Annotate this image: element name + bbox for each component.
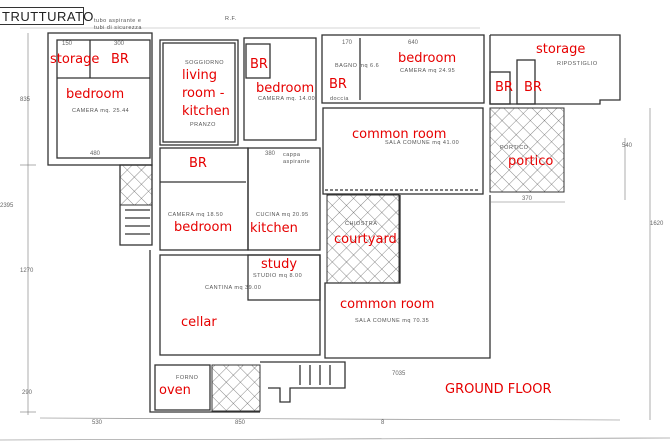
plan-text-camera-1: CAMERA mq. 25.44: [72, 108, 130, 114]
plan-text-bagno: BAGNO mq 6.6: [335, 63, 380, 69]
wall-bedroom-2: [243, 37, 317, 141]
dim-1270: 1270: [20, 268, 34, 274]
room-label-courtyard: courtyard: [334, 232, 397, 247]
dim-2395: 2395: [0, 203, 14, 209]
room-label-br-3: BR: [329, 77, 347, 92]
dim-480: 480: [90, 151, 101, 157]
dim-370: 370: [522, 196, 533, 202]
room-label-common-room-1: common room: [352, 127, 447, 142]
room-label-common-room-2: common room: [340, 297, 435, 312]
room-label-oven: oven: [159, 383, 191, 398]
room-label-living-room-kitchen: living room - kitchen: [182, 68, 230, 119]
room-label-kitchen: kitchen: [250, 221, 298, 236]
portico-area: [489, 107, 565, 193]
room-label-study: study: [261, 257, 298, 272]
dim-640: 640: [408, 40, 419, 46]
plan-text-cappa: cappa aspirante: [283, 152, 311, 165]
room-label-bedroom-4: bedroom: [174, 220, 233, 235]
note-text: tubo aspirante e tubi di sicurezza: [94, 18, 142, 31]
dim-8: 8: [381, 420, 385, 426]
plan-text-camera-2: CAMERA mq. 14.00: [258, 96, 316, 102]
plan-text-sala-comune-2: SALA COMUNE mq 70.35: [355, 318, 430, 324]
wall-left-block: [47, 32, 153, 166]
dim-835: 835: [20, 97, 31, 103]
plan-text-ripostiglio: RIPOSTIGLIO: [557, 61, 598, 67]
room-label-br-4: BR: [495, 80, 513, 95]
room-label-storage-right: storage: [536, 42, 586, 57]
wall-cellar: [159, 254, 321, 356]
dim-290: 290: [22, 390, 33, 396]
dim-170: 170: [342, 40, 353, 46]
room-label-storage-left: storage: [50, 52, 100, 67]
dim-1620: 1620: [650, 221, 664, 227]
rf-text: R.F.: [225, 16, 237, 22]
dim-380: 380: [265, 151, 276, 157]
plan-text-studio: STUDIO mq 8.00: [253, 273, 303, 279]
plan-text-cantina: CANTINA mq 39.00: [205, 285, 262, 291]
courtyard-area: [326, 194, 400, 284]
wall-bedroom-3: [321, 34, 485, 104]
room-label-bedroom-2: bedroom: [256, 81, 315, 96]
drawing-title: TRUTTURATO: [0, 7, 94, 25]
room-label-bedroom-1: bedroom: [66, 87, 125, 102]
dim-300: 300: [114, 41, 125, 47]
floor-label: GROUND FLOOR: [445, 382, 552, 397]
plan-text-doccia: doccia: [330, 96, 349, 102]
room-label-br-5: BR: [524, 80, 542, 95]
plan-text-soggiorno: SOGGIORNO: [185, 60, 225, 66]
plan-text-sala-comune-1: SALA COMUNE mq 41.00: [385, 140, 460, 146]
room-label-br-6: BR: [189, 156, 207, 171]
dim-7035: 7035: [392, 371, 406, 377]
dim-540: 540: [622, 143, 633, 149]
plan-text-chiostra: CHIOSTRA: [345, 221, 378, 227]
plan-text-portico: PORTICO: [500, 145, 529, 151]
room-label-br-1: BR: [111, 52, 129, 67]
plan-text-pranzo: PRANZO: [190, 122, 216, 128]
wall-study: [247, 254, 321, 301]
entry-hatched-area: [211, 364, 261, 412]
dim-850: 850: [235, 420, 246, 426]
wall-kitchen: [247, 147, 321, 251]
room-label-bedroom-3: bedroom: [398, 51, 457, 66]
room-label-cellar: cellar: [181, 315, 217, 330]
wall-living-room: [159, 39, 239, 146]
room-label-portico: portico: [508, 154, 554, 169]
plan-text-camera-4: CAMERA mq 18.50: [168, 212, 224, 218]
stair-landing: [119, 164, 153, 206]
dim-150: 150: [62, 41, 73, 47]
plan-text-forno: FORNO: [176, 375, 199, 381]
wall-common-room-1: [322, 107, 484, 195]
plan-text-cucina: CUCINA mq 20.95: [256, 212, 309, 218]
dim-530: 530: [92, 420, 103, 426]
plan-text-camera-3: CAMERA mq 24.95: [400, 68, 456, 74]
wall-oven: [154, 364, 211, 411]
room-label-br-2: BR: [250, 57, 268, 72]
